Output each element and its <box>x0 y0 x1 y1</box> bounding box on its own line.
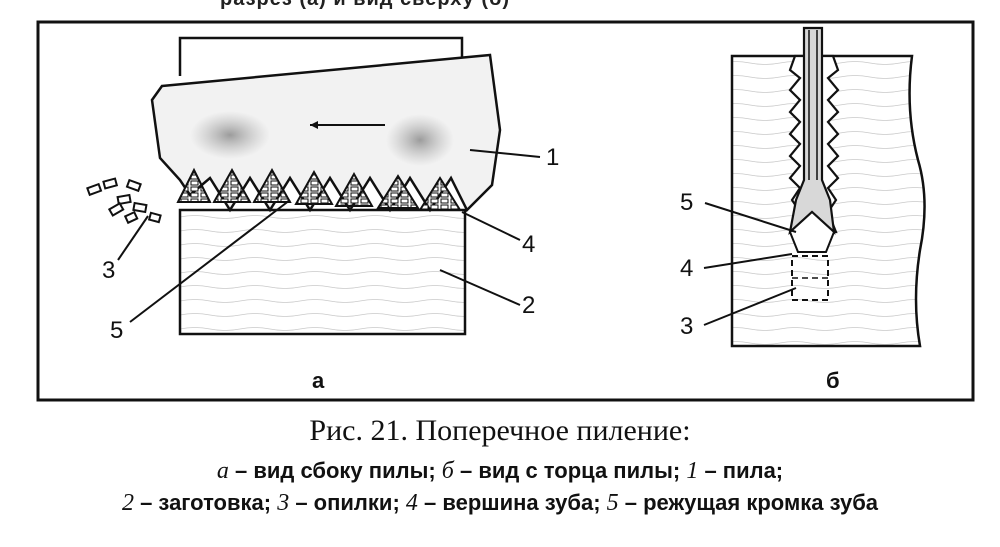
side-view-panel: 1 4 2 5 3 а <box>86 36 559 393</box>
label-tooth-tip-b: 4 <box>680 255 693 282</box>
label-cutting-edge-a: 5 <box>110 317 123 344</box>
saw-teeth <box>176 167 462 211</box>
caption-segment: – вид сбоку пилы; <box>228 458 442 483</box>
label-sawdust-a: 3 <box>102 257 115 284</box>
caption-segment: – вершина зуба; <box>417 490 607 515</box>
caption-segment: – пила; <box>698 458 784 483</box>
panel-label-a: а <box>312 368 325 393</box>
caption-segment: – вид с торца пилы; <box>453 458 687 483</box>
figure-caption-title: Рис. 21. Поперечное пиление: <box>309 414 691 447</box>
label-saw: 1 <box>546 144 559 171</box>
crosscut-sawing-figure: 1 4 2 5 3 а 5 4 3 б <box>36 20 975 402</box>
panel-label-b: б <box>826 368 840 393</box>
caption-segment: 2 <box>121 490 134 516</box>
label-sawdust-b: 3 <box>680 313 693 340</box>
caption-segment: 4 <box>405 490 418 516</box>
caption-segment: – опилки; <box>289 490 406 515</box>
figure-frame <box>36 20 975 402</box>
top-cropped-text: разрез (а) и вид сверху (б) <box>220 0 780 14</box>
caption-segment: 1 <box>686 458 699 484</box>
caption-segment: – заготовка; <box>133 490 278 515</box>
label-cutting-edge-b: 5 <box>680 189 693 216</box>
figure-caption-line-1: а – вид сбоку пилы; б – вид с торца пилы… <box>0 458 1000 485</box>
caption-segment: – режущая кромка зуба <box>618 490 879 515</box>
figure-caption-line-2: 2 – заготовка; 3 – опилки; 4 – вершина з… <box>0 490 1000 517</box>
workpiece <box>178 208 467 336</box>
label-workpiece: 2 <box>522 292 535 319</box>
end-view-panel: 5 4 3 б <box>680 26 926 393</box>
caption-segment: б <box>441 458 454 484</box>
caption-segment: 3 <box>277 490 290 516</box>
sawdust-particles <box>86 177 162 225</box>
caption-segment: а <box>216 458 229 484</box>
label-tooth-tip-a: 4 <box>522 231 535 258</box>
caption-segment: 5 <box>606 490 619 516</box>
